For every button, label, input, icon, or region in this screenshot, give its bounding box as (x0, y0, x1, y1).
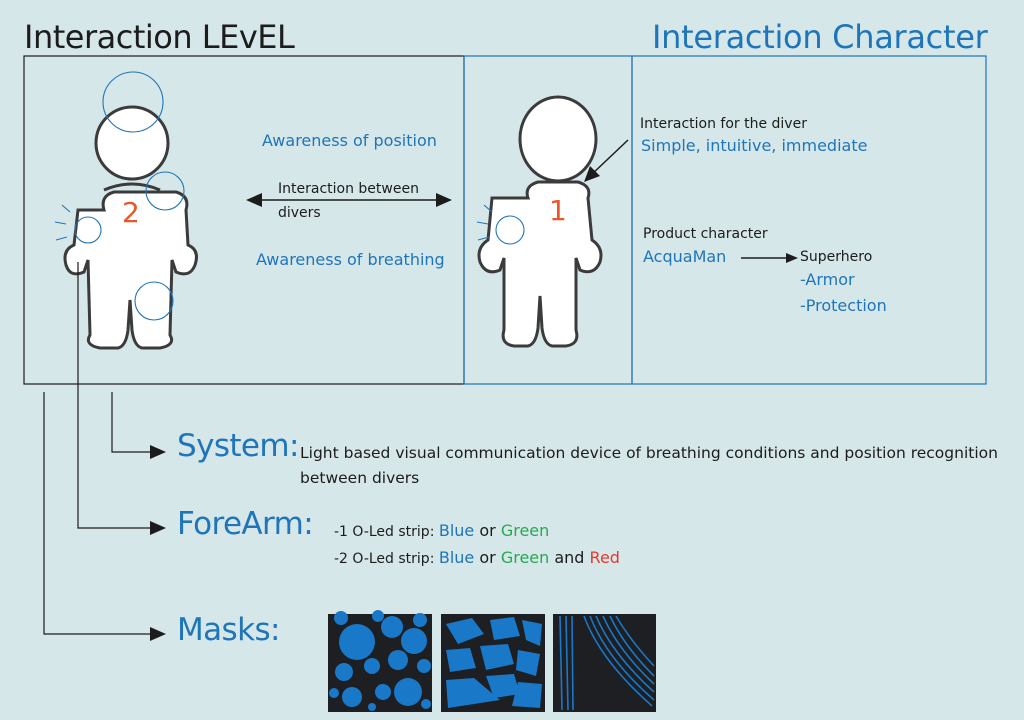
forearm-heading: ForeArm: (177, 506, 314, 542)
arrow-head-right (436, 193, 452, 207)
system-line1: Light based visual communication device … (300, 444, 998, 462)
forearm-line2-prefix: -2 O-Led strip: (334, 551, 439, 567)
forearm-line2-and: and (549, 548, 590, 567)
interaction-between-line2: divers (278, 205, 321, 221)
forearm-line2-green: Green (500, 548, 550, 567)
forearm-line1-or: or (474, 521, 501, 540)
panel-right-box (631, 55, 987, 385)
forearm-line1-green: Green (500, 521, 550, 540)
interaction-level-title: Interaction LEvEL (24, 18, 295, 56)
connector-lines (43, 262, 152, 635)
sensor-circle-leg (134, 281, 174, 321)
superhero-arrow-head (786, 253, 798, 263)
masks-heading: Masks: (177, 612, 280, 648)
forearm-arrow-head (150, 521, 166, 535)
figure-middle (477, 95, 603, 348)
system-arrow-head (150, 445, 166, 459)
superhero-label: Superhero (800, 249, 873, 265)
sensor-circle-head (102, 71, 164, 133)
system-line2: between divers (300, 469, 420, 487)
interaction-for-diver-value: Simple, intuitive, immediate (641, 136, 868, 155)
forearm-line2-blue: Blue (438, 548, 475, 567)
armor-label: -Armor (800, 270, 855, 289)
protection-label: -Protection (800, 296, 887, 315)
interaction-character-title: Interaction Character (652, 18, 988, 56)
sensor-circle-arm-middle (495, 215, 525, 245)
forearm-line1: -1 O-Led strip: Blue or Green (334, 521, 549, 540)
system-heading: System: (177, 428, 299, 464)
interaction-between-line1: Interaction between (278, 181, 419, 197)
product-character-value: AcquaMan (643, 247, 727, 266)
sensor-circle-shoulder (145, 171, 185, 211)
interaction-for-diver-label: Interaction for the diver (640, 116, 807, 132)
awareness-position: Awareness of position (262, 131, 437, 150)
mask-tile-lines (553, 614, 656, 712)
awareness-breathing: Awareness of breathing (256, 250, 445, 269)
pointer-head (584, 166, 600, 182)
forearm-line2-or: or (474, 548, 501, 567)
figure-middle-number: 1 (549, 194, 567, 227)
arrow-head-left (246, 193, 262, 207)
forearm-line1-prefix: -1 O-Led strip: (334, 524, 439, 540)
forearm-line1-blue: Blue (438, 521, 475, 540)
mask-tile-circles (328, 610, 432, 712)
glow-lines-left (54, 204, 71, 241)
product-character-label: Product character (643, 226, 768, 242)
pointer-line (589, 139, 629, 177)
glow-lines-middle (476, 204, 493, 241)
figure-left (63, 105, 198, 350)
mask-tile-pebbles (441, 614, 545, 712)
forearm-line2-red: Red (589, 548, 620, 567)
forearm-line2: -2 O-Led strip: Blue or Green and Red (334, 548, 620, 567)
sensor-circle-arm (74, 216, 102, 244)
masks-arrow-head (150, 627, 166, 641)
figure-left-number: 2 (122, 196, 140, 229)
